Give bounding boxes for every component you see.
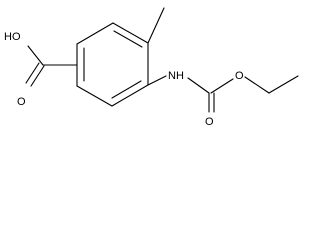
molecule-canvas: HO O NH O O: [4, 7, 299, 128]
ring-bond-1: [112, 22, 149, 44]
hydroxyl-label: HO: [4, 31, 21, 43]
ring-bond-3: [111, 84, 149, 107]
carbonyl-oxygen-label: O: [205, 116, 214, 128]
carboxyl-double-bond-a: [30, 65, 45, 87]
carbamate-group: NH O O: [147, 70, 299, 128]
ester-to-ethyl-bond: [244, 76, 270, 94]
carboxyl-oh-bond: [27, 45, 44, 66]
carboxyl-oxygen-label: O: [17, 96, 26, 108]
ring-double-bond-2: [111, 80, 142, 99]
structural-formula: HO O NH O O: [4, 7, 299, 128]
ester-oxygen-label: O: [235, 70, 244, 82]
ethyl-bond: [268, 75, 299, 94]
ring-to-amine-bond: [147, 75, 167, 86]
carbonyl-to-ester-oxygen-bond: [210, 78, 234, 94]
benzene-ring: [76, 22, 149, 107]
carboxylic-acid-group: HO O: [4, 31, 78, 108]
amine-to-carbonyl-bond: [187, 77, 210, 94]
ring-double-bond-1: [113, 30, 143, 48]
methyl-bond: [147, 7, 165, 44]
ring-bond-6: [76, 22, 114, 45]
ring-bond-4: [76, 85, 113, 107]
carboxyl-double-bond-b: [25, 62, 40, 84]
amine-label: NH: [168, 70, 184, 82]
